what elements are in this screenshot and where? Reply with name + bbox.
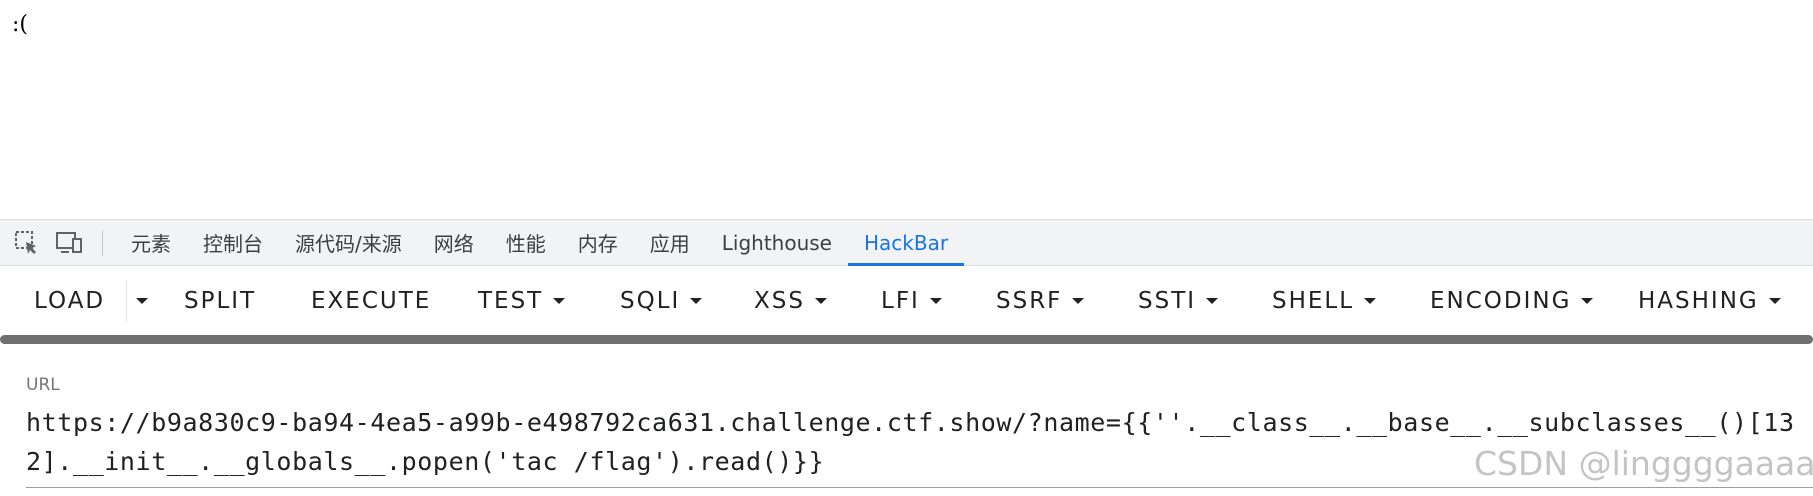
- sqli-menu-label: SQLI: [620, 288, 681, 314]
- device-toolbar-icon[interactable]: [54, 228, 84, 258]
- load-divider: [126, 280, 127, 322]
- toolbar-horizontal-scrollbar[interactable]: [0, 335, 1813, 344]
- hashing-menu-button[interactable]: HASHING: [1638, 266, 1781, 336]
- chevron-down-icon: [1206, 298, 1219, 304]
- test-menu-label: TEST: [478, 288, 544, 314]
- chevron-down-icon: [136, 298, 148, 304]
- page-body-text: :(: [12, 12, 28, 37]
- test-menu-button[interactable]: TEST: [478, 266, 566, 336]
- chevron-down-icon: [814, 298, 827, 304]
- inspect-element-icon[interactable]: [12, 228, 42, 258]
- shell-menu-label: SHELL: [1272, 288, 1355, 314]
- watermark: CSDN @linggggaaaa: [1474, 444, 1813, 483]
- tab-console[interactable]: 控制台: [203, 232, 263, 256]
- chevron-down-icon: [690, 298, 703, 304]
- tab-lighthouse[interactable]: Lighthouse: [721, 230, 832, 255]
- lfi-menu-button[interactable]: LFI: [881, 266, 942, 336]
- execute-button-label: EXECUTE: [311, 288, 432, 314]
- hashing-menu-label: HASHING: [1638, 288, 1759, 314]
- tab-sources[interactable]: 源代码/来源: [295, 232, 402, 256]
- ssrf-menu-button[interactable]: SSRF: [996, 266, 1085, 336]
- shell-menu-button[interactable]: SHELL: [1272, 266, 1377, 336]
- encoding-menu-button[interactable]: ENCODING: [1430, 266, 1594, 336]
- load-button[interactable]: LOAD: [34, 266, 105, 336]
- tab-memory[interactable]: 内存: [577, 232, 618, 256]
- tab-elements[interactable]: 元素: [131, 232, 171, 256]
- load-button-label: LOAD: [34, 288, 106, 314]
- toolbar-divider: [102, 229, 103, 256]
- chevron-down-icon: [929, 298, 942, 304]
- chevron-down-icon: [553, 298, 566, 304]
- tab-performance[interactable]: 性能: [505, 232, 546, 256]
- tab-network[interactable]: 网络: [433, 232, 474, 256]
- tab-hackbar[interactable]: HackBar: [847, 220, 965, 266]
- chevron-down-icon: [1072, 298, 1085, 304]
- ssti-menu-label: SSTI: [1138, 288, 1197, 314]
- hackbar-toolbar: LOAD SPLIT EXECUTE TEST SQLI XSS LFI SSR…: [0, 266, 1813, 336]
- load-dropdown-button[interactable]: [130, 266, 154, 336]
- sqli-menu-button[interactable]: SQLI: [620, 266, 703, 336]
- url-input-underline: [26, 487, 1813, 488]
- ssti-menu-button[interactable]: SSTI: [1138, 266, 1219, 336]
- ssrf-menu-label: SSRF: [996, 288, 1063, 314]
- chevron-down-icon: [1364, 298, 1377, 304]
- tab-application[interactable]: 应用: [649, 232, 690, 256]
- split-button-label: SPLIT: [184, 288, 257, 314]
- split-button[interactable]: SPLIT: [184, 266, 256, 336]
- chevron-down-icon: [1768, 298, 1781, 304]
- xss-menu-button[interactable]: XSS: [754, 266, 827, 336]
- url-label: URL: [26, 375, 60, 395]
- chevron-down-icon: [1581, 298, 1594, 304]
- xss-menu-label: XSS: [754, 288, 805, 314]
- devtools-tab-bar: 元素 控制台 源代码/来源 网络 性能 内存 应用 Lighthouse Hac…: [0, 219, 1813, 266]
- execute-button[interactable]: EXECUTE: [311, 266, 431, 336]
- encoding-menu-label: ENCODING: [1430, 288, 1572, 314]
- url-input[interactable]: https://b9a830c9-ba94-4ea5-a99b-e498792c…: [26, 408, 1795, 476]
- lfi-menu-label: LFI: [881, 288, 920, 314]
